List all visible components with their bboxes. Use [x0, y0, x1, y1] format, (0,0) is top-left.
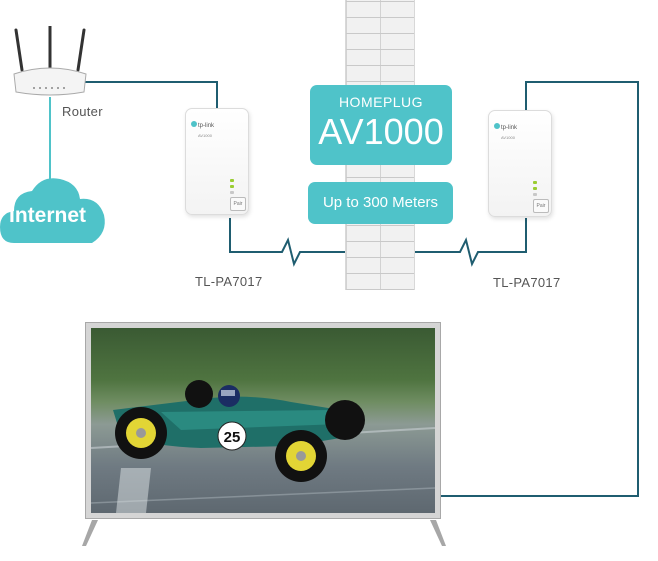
router-adapter-link: [85, 81, 218, 108]
internet-label: Internet: [9, 204, 87, 227]
cloud-icon: [0, 178, 105, 243]
tp-link-logo-icon: [191, 121, 197, 127]
powerline-right: [413, 218, 527, 267]
tp-link-logo-icon: [494, 123, 500, 129]
powerline-left: [229, 218, 345, 267]
router-label: Router: [62, 104, 103, 119]
powerline-adapter-right: tp-link AV1000 Pair: [488, 110, 552, 217]
standard-label: AV1000: [318, 111, 444, 152]
status-led: [230, 191, 234, 194]
adapter-brand: tp-link: [198, 123, 215, 129]
homeplug-label: HOMEPLUG: [338, 94, 424, 110]
homeplug-badge: HOMEPLUG AV1000: [310, 85, 452, 165]
status-led: [533, 193, 537, 196]
tv-stand-left: [82, 520, 98, 546]
tv-stand-right: [430, 520, 446, 546]
tv-screen: 25: [91, 328, 435, 513]
status-led: [230, 179, 234, 182]
pair-button: Pair: [533, 199, 549, 213]
status-led: [230, 185, 234, 188]
powerline-adapter-left: tp-link AV1000 Pair: [185, 108, 249, 215]
car-number: 25: [224, 429, 241, 446]
adapter-subtitle: AV1000: [501, 135, 515, 140]
range-badge: Up to 300 Meters: [308, 182, 453, 224]
car-wheel: [115, 407, 167, 459]
router-icon: [13, 26, 87, 96]
adapter-tv-link: [441, 81, 639, 497]
race-car-image: 25: [91, 380, 435, 513]
car-wheel: [275, 430, 327, 482]
status-led: [533, 187, 537, 190]
pair-button: Pair: [230, 197, 246, 211]
status-led: [533, 181, 537, 184]
left-adapter-model-label: TL-PA7017: [195, 274, 263, 289]
car-wheel: [185, 380, 365, 440]
right-adapter-model-label: TL-PA7017: [493, 275, 561, 290]
adapter-subtitle: AV1000: [198, 133, 212, 138]
adapter-brand: tp-link: [501, 125, 518, 131]
